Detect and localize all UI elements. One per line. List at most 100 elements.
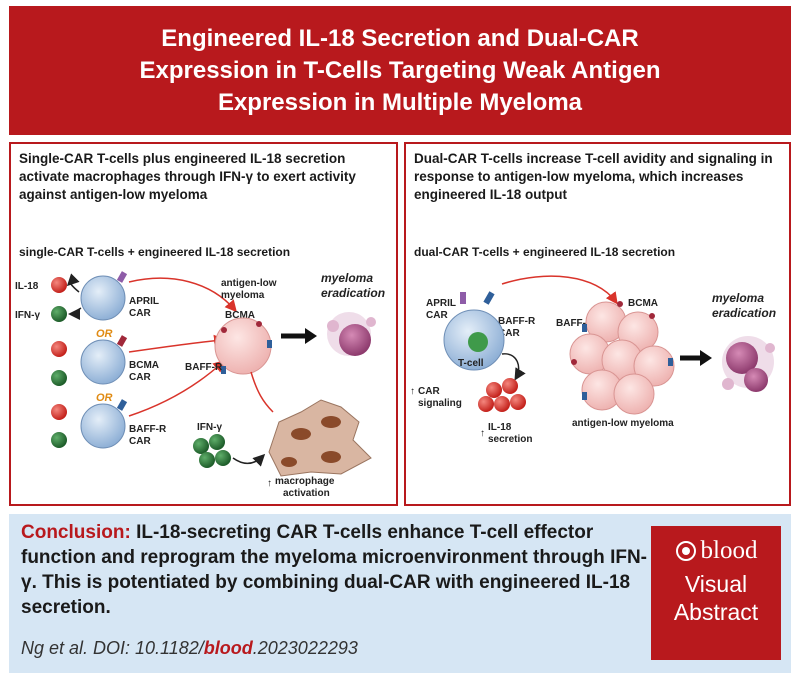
page-title: Engineered IL-18 Secretion and Dual-CAR … (139, 24, 661, 116)
ifng-molecule (193, 438, 209, 454)
il18-label: IL-18 (15, 281, 39, 292)
macrophage-label: macrophage (275, 476, 335, 487)
single-car-heading: Single-CAR T-cells plus engineered IL-18… (19, 151, 356, 202)
bcma-label: BCMA (225, 310, 255, 321)
il18-secretion-label: secretion (488, 434, 532, 445)
outcome-arrowhead (700, 350, 712, 366)
antigen-low-label: antigen-low myeloma (572, 418, 674, 429)
april-car-label: APRIL (426, 298, 456, 309)
badge-line-abstract: Abstract (673, 599, 759, 625)
single-car-panel: Single-CAR T-cells plus engineered IL-18… (9, 142, 398, 506)
targeting-arrow (501, 275, 618, 305)
il18-molecule (51, 404, 67, 420)
baffr-car-receptor (116, 399, 128, 411)
single-car-diagram: IL-18 IFN-γ APRIL CAR OR BCMA CAR OR B (15, 271, 385, 499)
dual-car-panel: Dual-CAR T-cells increase T-cell avidity… (404, 142, 791, 506)
outcome-label: eradication (321, 286, 385, 300)
myeloma-cluster (569, 301, 675, 415)
il18-molecule (478, 396, 494, 412)
bcma-car-tcell (80, 339, 126, 385)
bcma-car-label: BCMA (129, 360, 159, 371)
conclusion-body: IL-18-secreting CAR T-cells enhance T-ce… (21, 522, 647, 618)
ifng-molecule (199, 452, 215, 468)
april-car-label: APRIL (129, 296, 159, 307)
outcome-label: myeloma (321, 271, 373, 285)
ifng-label: IFN-γ (15, 310, 40, 321)
il18-molecule (510, 394, 526, 410)
bcma-antigen (221, 327, 227, 333)
bcma-antigen (571, 359, 577, 365)
baffr-car-label: BAFF-R (498, 316, 536, 327)
inhibition-line (250, 371, 274, 413)
il18-molecule (51, 277, 67, 293)
il18-molecule (494, 396, 510, 412)
up-arrow: ↑ (480, 428, 485, 439)
baffr-car-tcell (80, 403, 126, 449)
blood-wordmark: blood (700, 537, 758, 564)
il18-molecule (502, 378, 518, 394)
baffr-antigen (221, 366, 226, 374)
eradicated-myeloma (722, 336, 775, 392)
targeting-arrow (128, 334, 226, 353)
dual-car-subheading: dual-CAR T-cells + engineered IL-18 secr… (414, 245, 676, 259)
il18-secretion-label: IL-18 (488, 422, 512, 433)
baffr-antigen (582, 324, 587, 332)
baffr-antigen (267, 340, 272, 348)
macrophage-label: activation (283, 488, 330, 499)
citation-prefix: Ng et al. DOI: 10.1182/ (21, 638, 204, 658)
title-banner: Engineered IL-18 Secretion and Dual-CAR … (9, 6, 791, 135)
ifng-molecule (51, 432, 67, 448)
outcome-label: myeloma (712, 291, 764, 305)
antigen-low-label: myeloma (221, 290, 265, 301)
conclusion-label: Conclusion: (21, 522, 131, 543)
secretion-arrow (501, 353, 526, 381)
ifng-arrow (232, 453, 266, 467)
bcma-antigen (649, 313, 655, 319)
citation-journal: blood (203, 638, 253, 658)
il18-molecule (486, 382, 502, 398)
baffr-car-label: CAR (498, 328, 520, 339)
ifng-molecule (51, 370, 67, 386)
bcma-antigen (256, 321, 262, 327)
macrophage-cluster (268, 399, 372, 477)
april-car-receptor (116, 271, 128, 283)
baffr-label: BAFF-R (556, 318, 594, 329)
car-signaling-label: CAR (418, 386, 440, 397)
ifng-molecule (209, 434, 225, 450)
april-car-label: CAR (426, 310, 448, 321)
april-car-tcell (80, 275, 126, 321)
up-arrow: ↑ (410, 386, 415, 397)
antigen-low-label: antigen-low (221, 278, 277, 289)
ifng-label: IFN-γ (197, 422, 222, 433)
bcma-car-receptor (116, 335, 128, 347)
myeloma-cell (214, 317, 272, 375)
targeting-arrow (128, 277, 237, 313)
baffr-car-receptor (483, 291, 495, 305)
baffr-car-label: CAR (129, 436, 151, 447)
ifng-molecule (215, 450, 231, 466)
blood-drop-icon (675, 541, 696, 561)
outcome-arrowhead (305, 328, 317, 344)
secretion-arrow (68, 307, 82, 320)
april-car-label: CAR (129, 308, 151, 319)
baffr-car-label: BAFF-R (129, 424, 167, 435)
or-label: OR (96, 328, 113, 340)
tcell-nucleus (468, 332, 488, 352)
conclusion-text: Conclusion: IL-18-secreting CAR T-cells … (21, 520, 651, 620)
dual-car-diagram: APRIL CAR BAFF-R CAR T-cell ↑ CAR signal… (410, 275, 776, 445)
blood-visual-abstract-badge: blood Visual Abstract (651, 526, 781, 660)
april-car-receptor (460, 292, 466, 304)
or-label: OR (96, 392, 113, 404)
bcma-label: BCMA (628, 298, 658, 309)
il18-molecule (51, 341, 67, 357)
dual-car-heading: Dual-CAR T-cells increase T-cell avidity… (414, 151, 773, 202)
baffr-antigen (582, 392, 587, 400)
targeting-arrow (128, 359, 226, 417)
tcell-label: T-cell (458, 358, 484, 369)
single-car-subheading: single-CAR T-cells + engineered IL-18 se… (19, 245, 291, 259)
badge-line-visual: Visual (684, 571, 748, 597)
eradicated-myeloma (327, 312, 376, 356)
blood-logo: blood (651, 536, 781, 566)
bcma-car-label: CAR (129, 372, 151, 383)
